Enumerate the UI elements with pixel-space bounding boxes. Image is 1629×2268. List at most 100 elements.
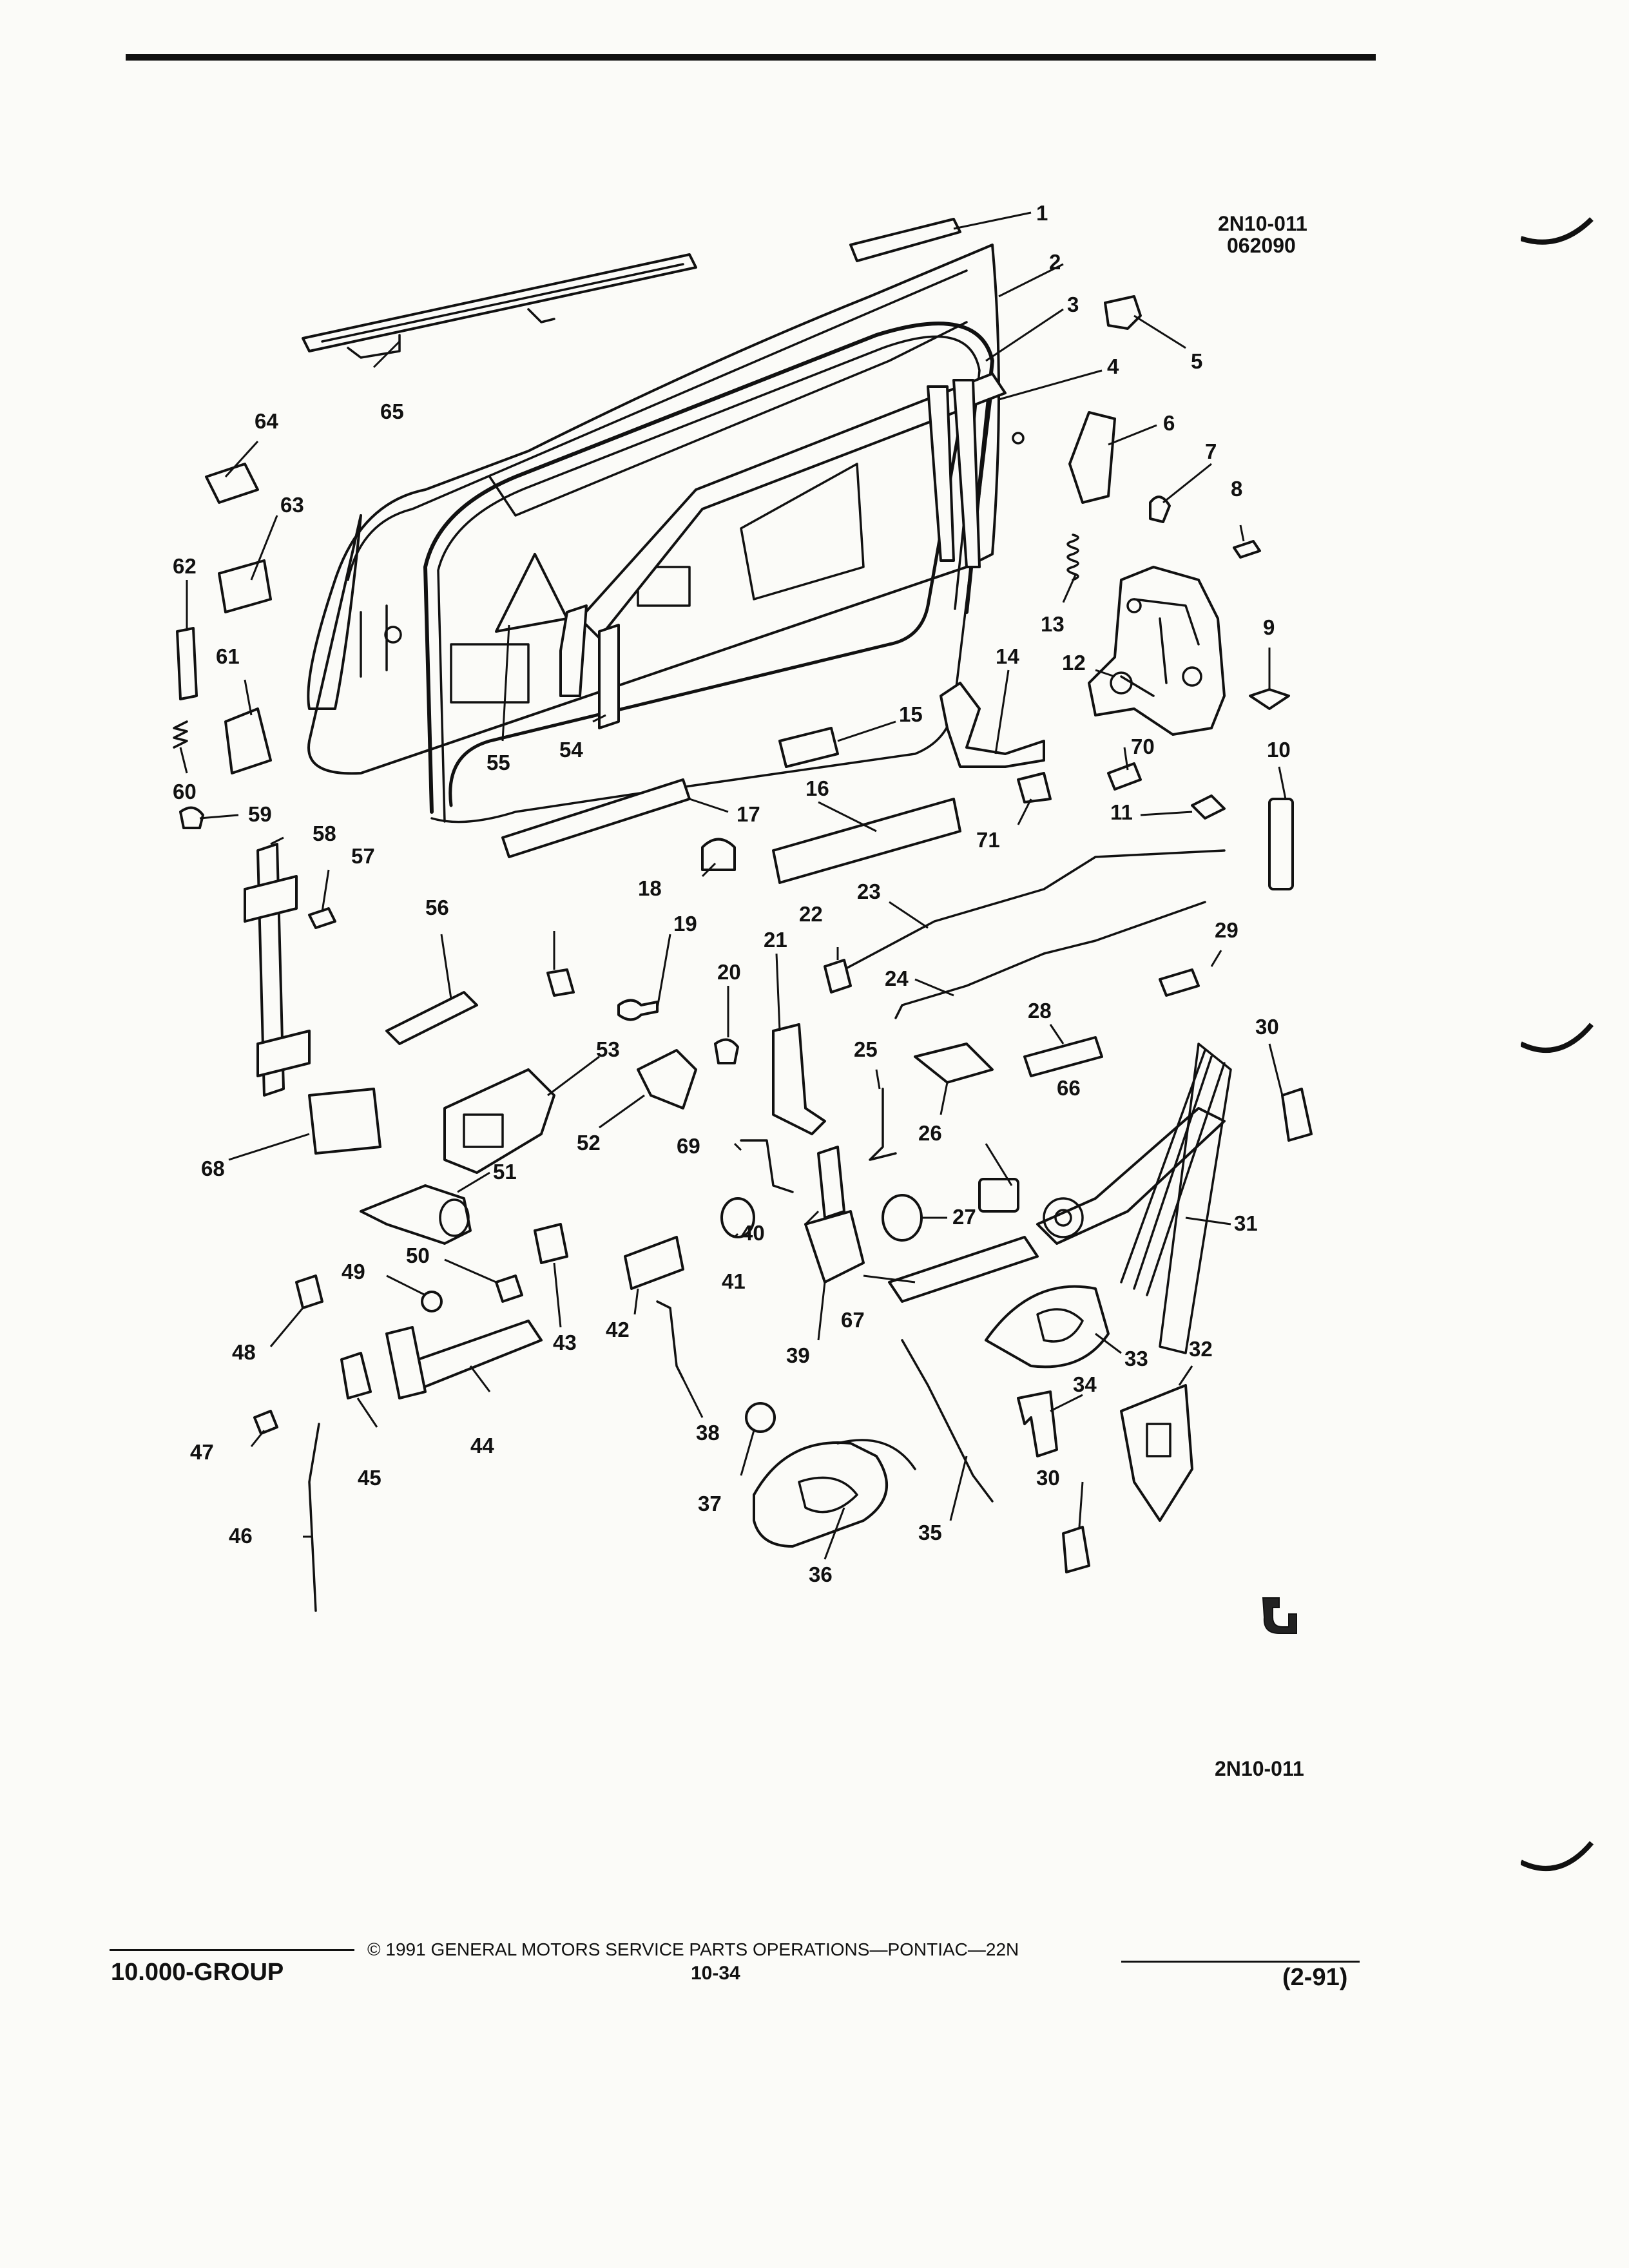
part-71-clip (1017, 772, 1052, 803)
gm-mark-icon (1262, 1597, 1297, 1634)
part-28-switch (1023, 1036, 1103, 1077)
part-69-rod (740, 1139, 794, 1193)
part-50-clip-upper (546, 968, 575, 997)
part-55-mirror-patch (495, 553, 568, 633)
part-6-fastener (1012, 432, 1025, 445)
part-62-pin (176, 627, 198, 700)
callout-35: 35 (918, 1521, 942, 1544)
part-47-bushing (253, 1410, 278, 1435)
callout-labels: 1 2 3 4 5 6 7 8 9 10 11 12 13 14 15 16 1… (173, 201, 1291, 1586)
callout-43: 43 (553, 1331, 577, 1354)
part-40-actuator (817, 1146, 845, 1219)
part-6-scalp-pad (1068, 411, 1116, 504)
part-36-motor-regulator (753, 1439, 916, 1548)
callout-67: 67 (841, 1308, 865, 1332)
leader-lines (179, 211, 1287, 1560)
callout-14: 14 (996, 644, 1019, 668)
part-48-clip (295, 1274, 323, 1309)
part-17-sill-plate (501, 778, 691, 858)
part-35-cable (901, 1339, 994, 1503)
callout-37: 37 (698, 1492, 722, 1515)
part-50-clip-lower (495, 1274, 523, 1303)
part-38-rod (656, 1300, 684, 1380)
callout-19: 19 (673, 912, 697, 936)
callout-22: 22 (799, 902, 823, 926)
callout-50-lower: 50 (406, 1244, 430, 1267)
callout-40: 40 (741, 1221, 765, 1245)
part-65-belt-molding (302, 253, 697, 359)
part-20-clip (714, 1038, 739, 1064)
callout-23: 23 (857, 879, 881, 903)
part-68-bracket (308, 1088, 381, 1155)
callout-12: 12 (1062, 651, 1086, 675)
part-15-cushion (778, 727, 839, 768)
part-54-channel (598, 624, 620, 729)
callout-44: 44 (470, 1434, 494, 1457)
part-27-grommet (882, 1194, 923, 1242)
callout-51: 51 (493, 1160, 517, 1184)
callout-61: 61 (216, 644, 240, 668)
callout-45: 45 (358, 1466, 381, 1490)
part-56-lock-rod (385, 991, 478, 1045)
callout-18: 18 (638, 876, 662, 900)
callout-25: 25 (854, 1037, 878, 1061)
drawing-date: 062090 (1227, 234, 1296, 257)
part-26-bracket (914, 1043, 994, 1084)
top-rule (126, 54, 1376, 61)
door-inner-panel (307, 244, 1000, 775)
part-7-clip (1149, 495, 1171, 523)
callout-65: 65 (380, 399, 404, 423)
part-51-handle (360, 1184, 472, 1245)
callout-5: 5 (1191, 349, 1202, 373)
door-weatherstrip-outer (423, 322, 994, 823)
callout-38: 38 (696, 1421, 720, 1445)
part-53-inside-handle (443, 1068, 555, 1174)
callout-63: 63 (280, 493, 304, 517)
part-13-spring (1066, 533, 1079, 581)
callout-2: 2 (1049, 250, 1061, 274)
part-14-handle-rod (940, 682, 1045, 768)
part-30-clip-lower (1062, 1526, 1090, 1573)
callout-6: 6 (1163, 411, 1175, 435)
part-37-nut (745, 1402, 776, 1433)
part-8-screw (1233, 540, 1261, 559)
part-5-bracket (1104, 295, 1142, 330)
callout-29: 29 (1215, 918, 1239, 942)
footer-group: 10.000-GROUP (111, 1959, 284, 1986)
footer-rule-left (110, 1949, 354, 1951)
part-10-plate (1268, 798, 1294, 890)
callout-54: 54 (559, 738, 583, 762)
part-43-clip (534, 1223, 568, 1264)
callout-30-lower: 30 (1036, 1466, 1060, 1490)
callout-10: 10 (1267, 738, 1291, 762)
callout-71: 71 (976, 828, 1000, 852)
callout-48: 48 (232, 1340, 256, 1364)
callout-3: 3 (1067, 293, 1079, 316)
callout-15: 15 (899, 702, 923, 726)
callout-20: 20 (717, 960, 741, 984)
callout-47: 47 (190, 1440, 214, 1464)
part-30-clip-upper (1281, 1088, 1313, 1142)
part-49-grommet (421, 1291, 443, 1312)
callout-31: 31 (1234, 1211, 1258, 1235)
part-45-clip (340, 1352, 372, 1399)
part-31-window-regulator (1036, 1043, 1232, 1354)
callout-55: 55 (487, 751, 510, 774)
callout-28: 28 (1028, 999, 1052, 1023)
part-33-gear-plate (985, 1285, 1110, 1369)
part-66-relay (978, 1178, 1019, 1213)
footer-page-number: 10-34 (691, 1963, 740, 1984)
part-22-clip (824, 959, 852, 994)
callout-9: 9 (1263, 615, 1275, 639)
window-glass-run (579, 372, 1007, 639)
part-52-bracket (637, 1049, 697, 1110)
part-25-rod (869, 1088, 897, 1161)
part-70-clip (1107, 762, 1142, 791)
callout-17: 17 (737, 802, 760, 826)
callout-56: 56 (425, 896, 449, 919)
part-44-handle-bezel (385, 1320, 543, 1399)
callout-42: 42 (606, 1318, 630, 1341)
footer-revision: (2-91) (1282, 1964, 1348, 1991)
part-60-spring (173, 720, 188, 749)
